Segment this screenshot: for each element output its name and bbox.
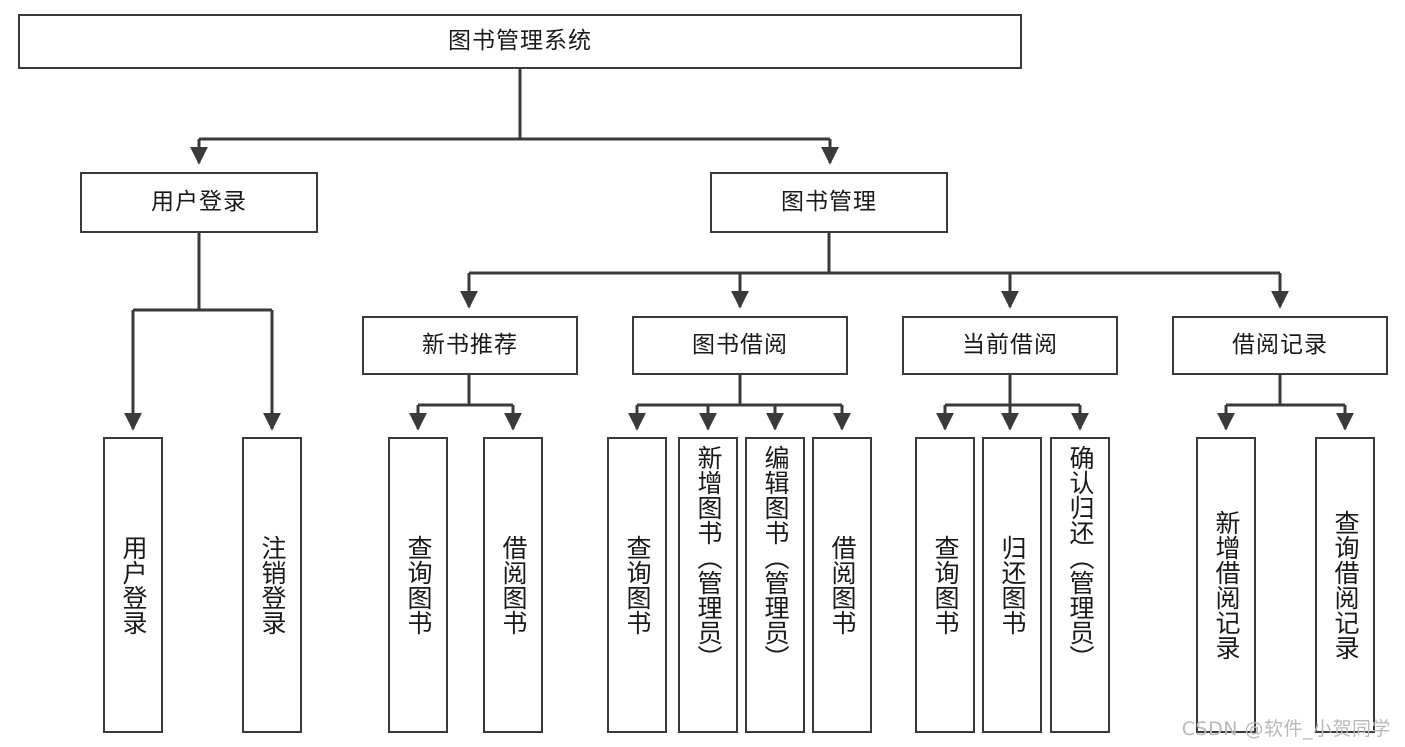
node-leaf-logout[interactable]: 注销登录	[242, 437, 302, 733]
node-leaf-query-book-3[interactable]: 查询图书	[915, 437, 975, 733]
node-book-management[interactable]: 图书管理	[710, 172, 948, 233]
node-leaf-add-record[interactable]: 新增借阅记录	[1196, 437, 1256, 733]
node-borrow-record[interactable]: 借阅记录	[1172, 316, 1388, 375]
node-leaf-query-record[interactable]: 查询借阅记录	[1315, 437, 1375, 733]
node-leaf-edit-book[interactable]: 编辑图书（管理员）	[745, 437, 805, 733]
node-leaf-user-login[interactable]: 用户登录	[103, 437, 163, 733]
node-leaf-borrow-book-2[interactable]: 借阅图书	[812, 437, 872, 733]
node-label: 新增图书（管理员）	[694, 445, 723, 670]
node-label: 用户登录	[119, 535, 148, 635]
node-leaf-return-book[interactable]: 归还图书	[982, 437, 1042, 733]
node-leaf-add-book[interactable]: 新增图书（管理员）	[678, 437, 738, 733]
node-label: 编辑图书（管理员）	[761, 445, 790, 670]
node-leaf-query-book-1[interactable]: 查询图书	[388, 437, 448, 733]
node-label: 查询图书	[404, 535, 433, 635]
node-label: 归还图书	[998, 535, 1027, 635]
node-label: 图书借阅	[692, 331, 788, 358]
node-label: 新增借阅记录	[1212, 510, 1241, 660]
node-leaf-confirm-return[interactable]: 确认归还（管理员）	[1050, 437, 1110, 733]
node-label: 借阅图书	[828, 535, 857, 635]
node-leaf-borrow-book-1[interactable]: 借阅图书	[483, 437, 543, 733]
node-book-borrow[interactable]: 图书借阅	[632, 316, 848, 375]
node-label: 查询图书	[931, 535, 960, 635]
node-leaf-query-book-2[interactable]: 查询图书	[607, 437, 667, 733]
node-label: 借阅记录	[1232, 331, 1328, 358]
node-root-system[interactable]: 图书管理系统	[18, 14, 1022, 69]
watermark-text: CSDN @软件_小贺同学	[1181, 718, 1391, 740]
node-label: 借阅图书	[499, 535, 528, 635]
node-current-borrow[interactable]: 当前借阅	[902, 316, 1118, 375]
node-label: 注销登录	[258, 535, 287, 635]
node-label: 用户登录	[151, 188, 247, 215]
node-label: 查询图书	[623, 535, 652, 635]
node-label: 新书推荐	[422, 331, 518, 358]
node-new-book-recommend[interactable]: 新书推荐	[362, 316, 578, 375]
node-label: 图书管理系统	[448, 27, 592, 54]
node-label: 确认归还（管理员）	[1066, 445, 1095, 670]
node-label: 图书管理	[781, 188, 877, 215]
node-label: 当前借阅	[962, 331, 1058, 358]
node-user-login[interactable]: 用户登录	[80, 172, 318, 233]
node-label: 查询借阅记录	[1331, 510, 1360, 660]
